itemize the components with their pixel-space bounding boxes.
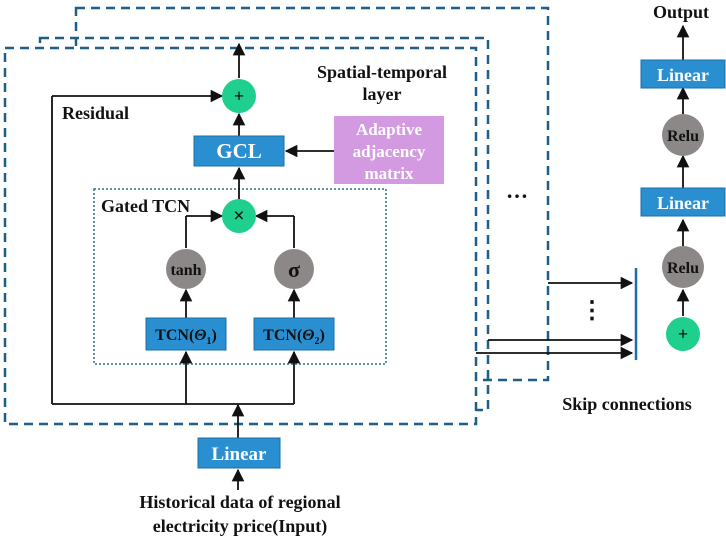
gate-product-label: × (233, 205, 244, 227)
plus-circle-icon (666, 317, 700, 351)
right-linear-mid-label: Linear (657, 193, 709, 213)
input-label-line2: electricity price(Input) (153, 516, 327, 537)
adaptive-label-line1: Adaptive (356, 120, 423, 139)
gcl-box (193, 135, 285, 167)
output-label: Output (653, 2, 709, 22)
horizontal-ellipsis: … (506, 178, 528, 203)
gcl-label: GCL (216, 139, 262, 163)
right-linear-top-box (640, 59, 726, 89)
input-label-line1: Historical data of regional (139, 492, 340, 512)
sigma-node (274, 249, 314, 289)
spatial-temporal-label-line2: layer (363, 84, 402, 104)
residual-label: Residual (62, 103, 129, 123)
right-linear-mid-box (640, 187, 726, 217)
adaptive-adjacency-box (334, 116, 444, 184)
vertical-ellipsis: ⋮ (580, 298, 604, 324)
tcn1-box (145, 317, 227, 351)
input-linear-box (197, 437, 281, 469)
plus-circle-icon (222, 79, 256, 113)
right-relu-top-node (662, 114, 704, 156)
right-relu-bottom-node (662, 246, 704, 288)
residual-sum-label: + (234, 86, 244, 106)
input-linear-label: Linear (212, 444, 267, 465)
tcn2-label: TCN(Θ2) (263, 327, 325, 347)
right-relu-top-label: Relu (667, 128, 699, 145)
sigma-label: σ (288, 257, 300, 282)
connector-lines (51, 24, 690, 490)
skip-connections-label: Skip connections (562, 394, 692, 414)
adaptive-label-line3: matrix (364, 164, 414, 183)
gated-tcn-frame (93, 188, 387, 365)
spatial-temporal-label-line1: Spatial-temporal (317, 62, 447, 82)
times-circle-icon (222, 199, 256, 233)
tanh-node (166, 249, 206, 289)
right-linear-top-label: Linear (657, 65, 709, 85)
tanh-label: tanh (170, 262, 201, 279)
right-sum-label: + (678, 324, 688, 344)
adaptive-label-line2: adjacency (353, 142, 426, 161)
tcn2-box (253, 317, 335, 351)
right-relu-bottom-label: Relu (667, 260, 699, 277)
gated-tcn-label: Gated TCN (101, 196, 190, 216)
tcn1-label: TCN(Θ1) (155, 327, 217, 347)
